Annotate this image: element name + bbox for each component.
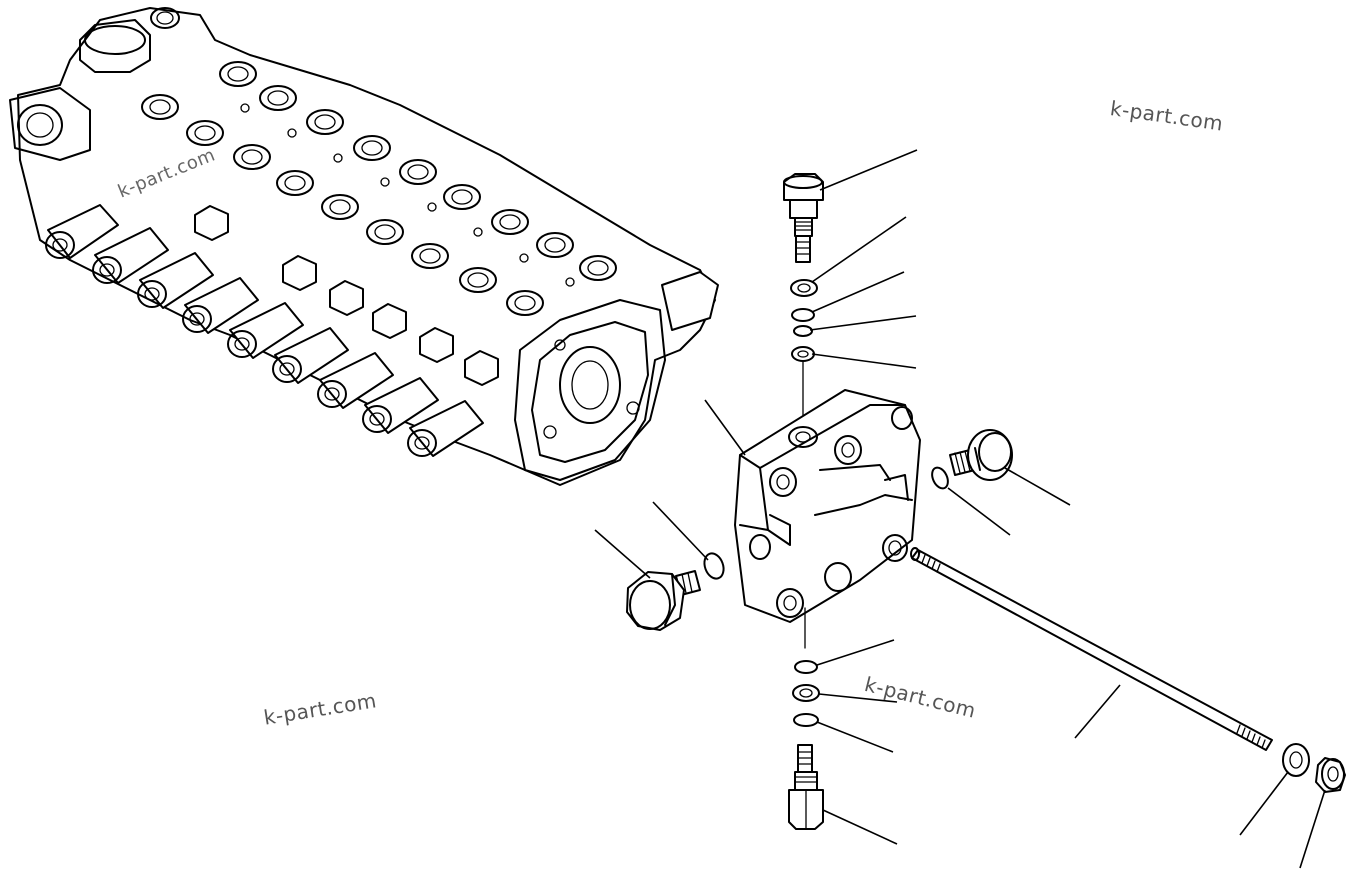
o-ring-left: [703, 552, 725, 580]
tie-rod: [910, 547, 1273, 751]
washer-bottom: [792, 684, 820, 702]
control-valve-assembly: [9, 7, 719, 486]
leader-lines: [594, 149, 1326, 869]
leader-bolt-top: [819, 149, 918, 191]
plug-right: [949, 429, 1013, 481]
spool-end-caps: [45, 204, 484, 457]
valve-port-holes: [141, 61, 617, 316]
body-hex-plugs: [194, 205, 499, 386]
cover-block: [734, 389, 921, 623]
valve-end-face: [514, 271, 719, 481]
bolt-bottom: [788, 744, 824, 830]
washer-rod-end: [1282, 743, 1310, 777]
washer-top: [790, 279, 818, 297]
o-ring-bottom-2: [793, 713, 819, 727]
o-ring-top-1: [791, 308, 815, 322]
o-ring-top-2: [793, 325, 813, 337]
bolt-top: [783, 173, 824, 263]
o-ring-right: [931, 466, 949, 490]
spacer-top: [791, 346, 815, 362]
nut-rod-end: [1315, 757, 1346, 793]
o-ring-bottom-1: [794, 660, 818, 674]
plug-left: [626, 570, 701, 631]
